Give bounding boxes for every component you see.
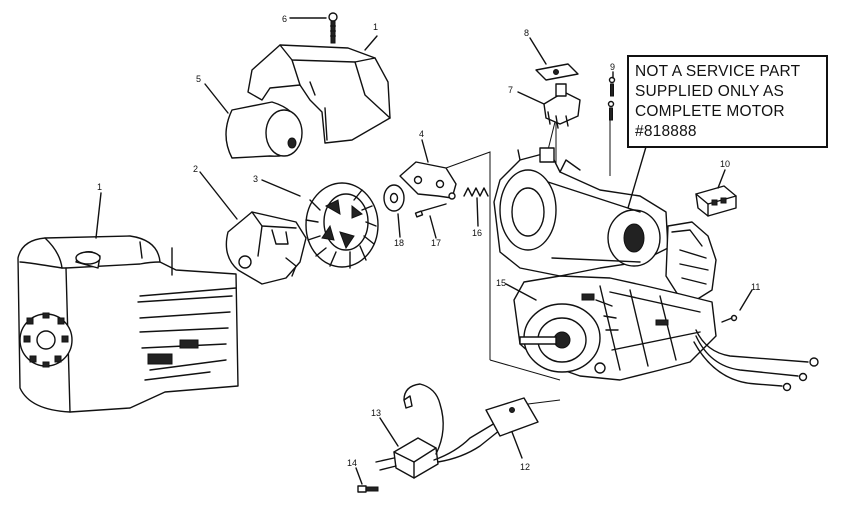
part-3-fan [261,179,379,269]
part-18-washer [383,184,405,238]
callout-18: 18 [394,238,404,248]
callout-13: 13 [371,408,381,418]
part-17-screw [414,203,447,239]
part-13-switch [375,383,501,479]
callout-7: 7 [508,85,513,95]
part-1-top-cover [247,35,391,144]
callout-4: 4 [419,129,424,139]
part-10-switch [695,169,737,217]
callout-8: 8 [524,28,529,38]
callout-12: 12 [520,462,530,472]
part-14-screw [355,467,379,493]
callout-3: 3 [253,174,258,184]
part-5-capacitor [204,83,303,159]
callout-1-top: 1 [373,22,378,32]
callout-16: 16 [472,228,482,238]
note-line-1: NOT A SERVICE PART [635,63,801,80]
callout-1-left: 1 [97,182,102,192]
part-8-plate [529,37,579,81]
callout-9: 9 [610,62,615,72]
note-line-2: SUPPLIED ONLY AS [635,83,785,100]
part-1-end-cover [17,192,239,413]
part-4-switch-plate [399,139,457,200]
part-6-screw [289,12,338,44]
part-2-end-bracket [199,171,307,285]
callout-17: 17 [431,238,441,248]
callout-10: 10 [720,159,730,169]
callout-14: 14 [347,458,357,468]
callout-labels: 6 1 5 1 2 3 4 18 17 16 8 7 9 10 15 11 13… [97,14,760,472]
callout-6: 6 [282,14,287,24]
part-7-thermal-protector [517,83,581,129]
service-note-box: NOT A SERVICE PART SUPPLIED ONLY AS COMP… [627,55,828,148]
power-cord [693,329,819,392]
note-line-4: #818888 [635,123,697,140]
note-line-3: COMPLETE MOTOR [635,103,785,120]
motor-housing-upper [493,139,717,301]
callout-5: 5 [196,74,201,84]
part-15-motor-assembly [505,275,717,381]
part-16-spring [463,187,489,227]
part-12-terminal-block [485,397,539,459]
part-9-screws [607,71,616,121]
callout-2: 2 [193,164,198,174]
callout-15: 15 [496,278,506,288]
part-11-screw [721,289,753,323]
callout-11: 11 [751,282,760,292]
